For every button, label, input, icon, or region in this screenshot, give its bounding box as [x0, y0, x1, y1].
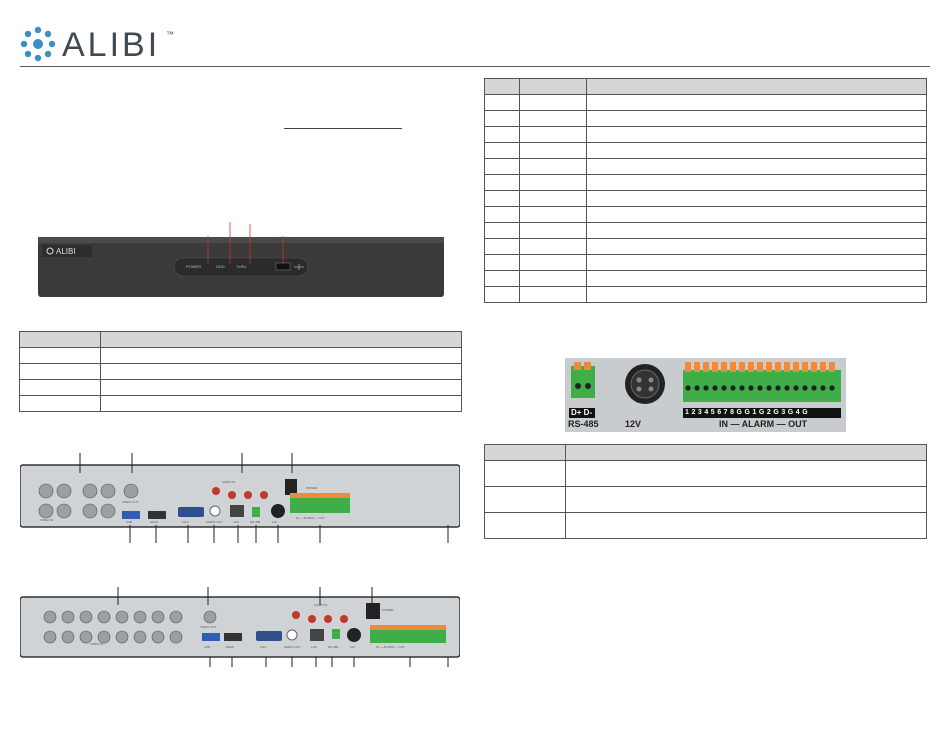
rear8-label-usb: USB [126, 520, 133, 524]
rear8-label-audio-in: AUDIO IN [222, 480, 236, 484]
alarm-label: IN — ALARM — OUT [719, 419, 808, 429]
table-header-row [484, 78, 927, 95]
front-label-txrx: Tx/Rx [236, 264, 247, 269]
table-row [484, 486, 927, 513]
table-header-row [19, 331, 462, 348]
front-panel-image: ALIBI [38, 222, 444, 297]
rear16-label-usb: USB [204, 645, 211, 649]
table-row [484, 254, 927, 271]
table-row [484, 174, 927, 191]
table-row [484, 460, 927, 487]
table-row [484, 94, 927, 111]
table-row [484, 142, 927, 159]
rs485-label: RS-485 [568, 419, 599, 429]
table-row [19, 379, 462, 396]
rear16-label-video-out: VIDEO OUT [200, 625, 217, 629]
rear8-label-rs485: RS-485 [250, 520, 261, 524]
table-row [484, 206, 927, 223]
rear8-label-video-out: VIDEO OUT [122, 500, 139, 504]
rear16-label-audio-in: AUDIO IN [314, 603, 328, 607]
rear-panel-8ch-image [20, 453, 460, 543]
rear16-label-lan: LAN [311, 645, 317, 649]
table-row [484, 110, 927, 127]
alibi-logo: ALIBI ™ [20, 24, 180, 64]
underline-mark [284, 128, 402, 129]
front-label-power: POWER [186, 264, 202, 269]
table-row [19, 363, 462, 380]
rear8-label-video-in: VIDEO IN [40, 518, 54, 522]
table-row [19, 395, 462, 412]
rear8-label-power: POWER [306, 486, 318, 490]
rear-panel-16ch-image [20, 587, 460, 667]
rear16-label-hdmi: HDMI [226, 645, 234, 649]
alibi-logo-text: ALIBI [62, 26, 161, 64]
rear8-label-12v: 12V [272, 520, 278, 524]
table-row [484, 286, 927, 303]
rear16-label-12v: 12V [350, 645, 356, 649]
rear16-label-audio-out: AUDIO OUT [284, 645, 301, 649]
power-12v-label: 12V [625, 419, 642, 429]
header-rule [20, 66, 930, 67]
table-row [484, 126, 927, 143]
table-row [484, 222, 927, 239]
front-panel-table [19, 331, 462, 412]
rear16-label-vga: VGA [260, 645, 267, 649]
alibi-logo-icon [20, 26, 56, 62]
svg-text:ALIBI: ALIBI [56, 247, 76, 256]
table-row [484, 190, 927, 207]
table-row [484, 270, 927, 287]
table-row [484, 238, 927, 255]
usb-icon [294, 264, 304, 270]
rear8-label-alarm: IN — ALARM — OUT [296, 516, 325, 520]
rear8-label-vga: VGA [182, 520, 189, 524]
trademark: ™ [166, 30, 174, 39]
rs485-pins: D+ D- [571, 408, 593, 417]
alarm-pin-labels: 1 2 3 4 5 6 7 8 G G 1 G 2 G 3 G 4 G [685, 409, 808, 416]
rear16-label-power: POWER [382, 608, 394, 612]
alarm-table [484, 444, 927, 539]
table-row [19, 347, 462, 364]
rear16-label-rs485: RS-485 [328, 645, 339, 649]
rear8-label-hdmi: HDMI [150, 520, 158, 524]
rear8-label-lan: LAN [233, 520, 239, 524]
alarm-connector-image: D+ D- RS-485 12V 1 2 3 4 5 6 7 8 G G 1 G… [565, 358, 846, 432]
rear16-label-alarm: IN — ALARM — OUT [376, 645, 405, 649]
table-row [484, 158, 927, 175]
table-header-row [484, 444, 927, 461]
rear8-label-audio-out: AUDIO OUT [206, 520, 223, 524]
rear-panel-table [484, 78, 927, 303]
table-row [484, 512, 927, 539]
rear16-label-video-in: VIDEO IN [90, 642, 104, 646]
front-label-hdd: HDD [216, 264, 225, 269]
alarm-connector-drawing [569, 362, 841, 418]
